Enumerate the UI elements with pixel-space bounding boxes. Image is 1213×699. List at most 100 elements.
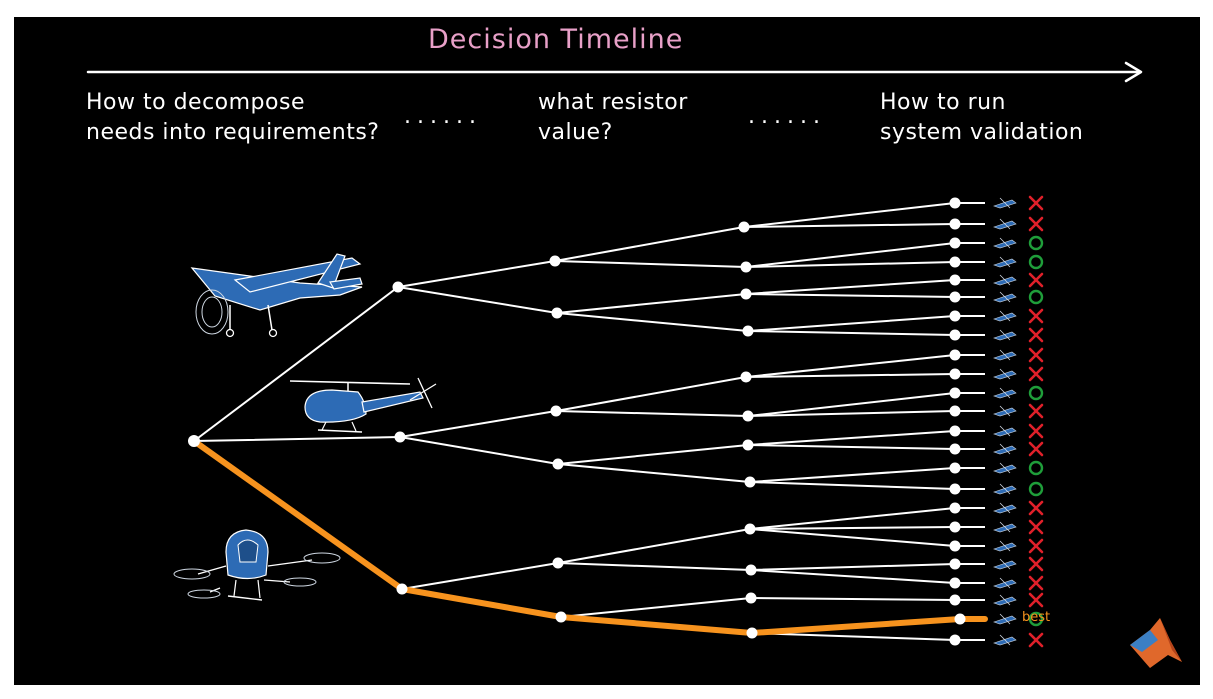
tree-node: [744, 523, 756, 535]
tree-node: [949, 540, 961, 552]
fail-x-icon: [1028, 403, 1044, 419]
edge-l1-l2: [399, 410, 557, 438]
edge-l3-leaf: [743, 223, 956, 228]
edge-root-l1: [193, 286, 399, 442]
tree-node: [949, 218, 961, 230]
airplane-icon: [993, 237, 1017, 249]
best-path-line: [191, 438, 988, 636]
edge-l3-leaf: [745, 242, 956, 268]
helicopter-icon: [993, 425, 1017, 437]
tree-node: [188, 435, 200, 447]
pass-circle-icon: [1028, 460, 1044, 476]
tree-node: [949, 558, 961, 570]
edge-l3-leaf: [743, 202, 956, 228]
fail-x-icon: [1028, 519, 1044, 535]
airplane-icon: [993, 329, 1017, 341]
edge-l3-leaf: [747, 392, 956, 417]
ellipsis-separator: ......: [748, 104, 826, 129]
tree-node: [949, 462, 961, 474]
edge-l3-leaf: [747, 430, 956, 446]
ehang-drone-icon: [173, 529, 341, 601]
diagram-canvas: [14, 17, 1200, 685]
diagram-title: Decision Timeline: [428, 24, 684, 55]
edge-l2-l3: [554, 260, 747, 268]
edge-l1-l2: [399, 436, 559, 465]
tree-node: [949, 483, 961, 495]
ellipsis-separator: ......: [404, 104, 482, 129]
tree-node: [552, 458, 564, 470]
tree-node: [949, 368, 961, 380]
helicopter-icon: [289, 377, 437, 433]
tree-node: [949, 387, 961, 399]
drone-icon: [993, 502, 1017, 514]
tree-node: [949, 502, 961, 514]
tree-node: [555, 611, 567, 623]
fail-x-icon: [1028, 308, 1044, 324]
fail-x-icon: [1028, 500, 1044, 516]
helicopter-icon: [993, 349, 1017, 361]
tree-node: [949, 197, 961, 209]
airplane-icon: [993, 197, 1017, 209]
edge-l3-leaf: [747, 444, 956, 450]
edge-l3-leaf: [749, 526, 956, 530]
fail-x-icon: [1028, 327, 1044, 343]
tree-node: [949, 521, 961, 533]
drone-icon: [993, 558, 1017, 570]
drone-icon: [993, 521, 1017, 533]
edge-l3-leaf: [747, 315, 956, 332]
tree-node: [949, 577, 961, 589]
fail-x-icon: [1028, 347, 1044, 363]
airplane-icon: [993, 274, 1017, 286]
tree-node: [742, 410, 754, 422]
tree-node: [551, 307, 563, 319]
tree-node: [552, 557, 564, 569]
tree-node: [949, 634, 961, 646]
tree-node: [745, 592, 757, 604]
pass-circle-icon: [1028, 289, 1044, 305]
tree-node: [392, 281, 404, 293]
fail-x-icon: [1028, 195, 1044, 211]
fail-x-icon: [1028, 216, 1044, 232]
airplane-icon: [993, 310, 1017, 322]
tree-node: [949, 256, 961, 268]
edge-l1-l2: [401, 562, 559, 590]
tree-node: [742, 439, 754, 451]
question-system-validation: How to run system validation: [880, 90, 1084, 145]
edge-l3-leaf: [749, 481, 956, 490]
tree-node: [744, 476, 756, 488]
edge-l3-leaf: [750, 563, 956, 571]
helicopter-icon: [993, 443, 1017, 455]
tree-node: [949, 291, 961, 303]
fail-x-icon: [1028, 632, 1044, 648]
edge-l3-leaf: [749, 507, 956, 530]
tree-node: [949, 443, 961, 455]
tree-node: [549, 255, 561, 267]
fail-x-icon: [1028, 575, 1044, 591]
fail-x-icon: [1028, 366, 1044, 382]
edge-l3-leaf: [745, 354, 956, 378]
edge-l3-leaf: [745, 293, 956, 298]
edge-l3-leaf: [745, 261, 956, 268]
helicopter-icon: [993, 462, 1017, 474]
tree-node: [949, 237, 961, 249]
edge-l3-leaf: [747, 330, 956, 336]
tree-node: [394, 431, 406, 443]
edge-l2-l3: [556, 312, 749, 332]
fail-x-icon: [1028, 441, 1044, 457]
tree-node: [949, 425, 961, 437]
tree-node: [949, 349, 961, 361]
fail-x-icon: [1028, 556, 1044, 572]
edge-l2-l3: [557, 463, 751, 483]
edge-l3-leaf: [751, 632, 956, 641]
edge-l2-l3: [556, 293, 747, 314]
tree-node: [746, 627, 758, 639]
matlab-logo: [1130, 618, 1182, 668]
edge-l1-l2: [397, 260, 556, 288]
tree-node: [738, 221, 750, 233]
drone-icon: [993, 577, 1017, 589]
tree-nodes: [188, 197, 966, 646]
airplane-icon: [993, 218, 1017, 230]
edge-l3-leaf: [745, 373, 956, 378]
tree-node: [740, 288, 752, 300]
tree-node: [745, 564, 757, 576]
